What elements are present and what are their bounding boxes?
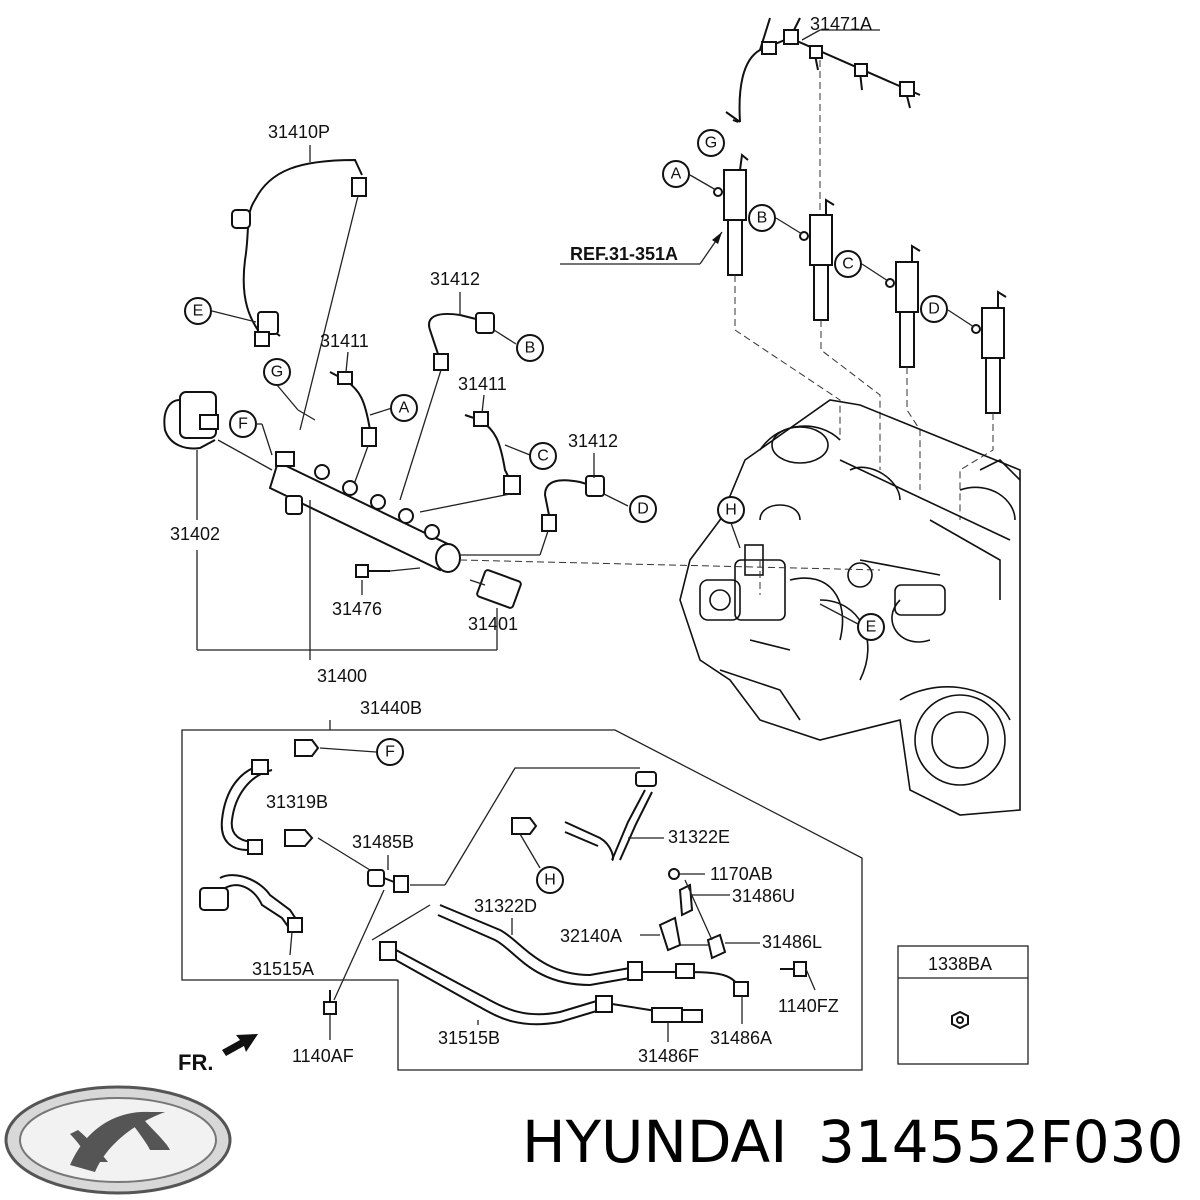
- label-31412-mid: 31412: [568, 431, 618, 451]
- svg-text:G: G: [271, 364, 283, 381]
- label-31401: 31401: [468, 614, 518, 634]
- label-31322E: 31322E: [668, 827, 730, 847]
- callout-a1: A: [662, 160, 690, 188]
- hose-31515A: [199, 874, 303, 933]
- callout-f2: F: [376, 738, 404, 766]
- pipe-31411-a: [329, 371, 377, 447]
- bracket-parts: [640, 868, 816, 991]
- label-31486A: 31486A: [710, 1028, 772, 1048]
- callout-g1: G: [697, 129, 725, 157]
- hyundai-logo: [4, 1085, 232, 1195]
- label-31485B: 31485B: [352, 832, 414, 852]
- sensor-31401: [469, 569, 522, 609]
- hose-kit-31440B-box: [181, 729, 863, 1071]
- svg-text:A: A: [399, 400, 410, 417]
- hose-31322E: [511, 771, 657, 861]
- label-31486F: 31486F: [638, 1046, 699, 1066]
- svg-text:D: D: [928, 301, 940, 318]
- svg-text:C: C: [842, 256, 854, 273]
- callout-h1: H: [717, 496, 745, 524]
- callout-d1: D: [920, 295, 948, 323]
- footer-brand: HYUNDAI: [522, 1108, 787, 1176]
- callout-e2: E: [857, 613, 885, 641]
- svg-text:F: F: [385, 744, 395, 761]
- reference-label: REF.31-351A: [570, 244, 678, 264]
- svg-text:E: E: [193, 303, 204, 320]
- label-31486L: 31486L: [762, 932, 822, 952]
- callout-b2: B: [516, 334, 544, 362]
- pipe-31410P: [231, 158, 367, 347]
- tube-31486F: [611, 1003, 703, 1023]
- connector-31485B: [367, 869, 409, 893]
- label-31515A: 31515A: [252, 959, 314, 979]
- engine-block: [679, 399, 1021, 816]
- label-1140FZ: 1140FZ: [778, 996, 839, 1016]
- svg-text:A: A: [671, 166, 682, 183]
- nut-1338BA-box: [897, 945, 1029, 1065]
- callout-c1: C: [834, 250, 862, 278]
- injector-b: [799, 198, 835, 321]
- label-31319B: 31319B: [266, 792, 328, 812]
- label-31471A: 31471A: [810, 14, 872, 34]
- svg-text:C: C: [537, 448, 549, 465]
- injector-a: [713, 153, 749, 276]
- svg-text:B: B: [525, 340, 536, 357]
- label-31412-top: 31412: [430, 269, 480, 289]
- front-arrow-icon: [222, 1034, 258, 1056]
- label-31322D: 31322D: [474, 896, 537, 916]
- bolt-31476: [355, 564, 390, 578]
- label-31486U: 31486U: [732, 886, 795, 906]
- svg-text:G: G: [705, 135, 717, 152]
- label-31400: 31400: [317, 666, 367, 686]
- label-31410P: 31410P: [268, 122, 330, 142]
- label-31411-a: 31411: [320, 331, 369, 351]
- callout-c2: C: [529, 442, 557, 470]
- label-1140AF: 1140AF: [292, 1046, 354, 1066]
- label-31515B: 31515B: [438, 1028, 500, 1048]
- tube-31486A: [642, 963, 749, 997]
- label-31411-b: 31411: [458, 374, 507, 394]
- pipe-31412-top: [428, 312, 495, 371]
- common-rail-31400: [163, 391, 461, 573]
- callout-e1: E: [184, 297, 212, 325]
- hose-31322D: [437, 904, 643, 987]
- callout-g2: G: [263, 358, 291, 386]
- svg-text:H: H: [544, 872, 556, 889]
- callout-h2: H: [536, 866, 564, 894]
- label-31440B: 31440B: [360, 698, 422, 718]
- pipe-31411-b: [464, 411, 521, 495]
- bolt-1140AF: [323, 990, 337, 1040]
- label-32140A: 32140A: [560, 926, 622, 946]
- injector-d: [971, 290, 1007, 414]
- callout-b1: B: [748, 204, 776, 232]
- injector-c: [885, 244, 921, 368]
- svg-text:H: H: [725, 502, 737, 519]
- callout-a2: A: [390, 394, 418, 422]
- hose-31515B: [379, 941, 613, 1026]
- callout-f1: F: [229, 410, 257, 438]
- return-pipe-31471A: [725, 17, 921, 123]
- pipe-31412-mid: [541, 475, 605, 532]
- svg-text:B: B: [757, 210, 768, 227]
- svg-text:E: E: [866, 619, 877, 636]
- label-31402: 31402: [170, 524, 220, 544]
- svg-text:F: F: [238, 416, 248, 433]
- label-31476: 31476: [332, 599, 382, 619]
- hose-31319B: [220, 739, 320, 855]
- front-marker: FR.: [178, 1050, 213, 1075]
- label-1170AB: 1170AB: [710, 864, 773, 884]
- svg-text:D: D: [637, 501, 649, 518]
- callout-d2: D: [629, 495, 657, 523]
- footer-part-number: 314552F030: [818, 1108, 1183, 1176]
- label-1338BA: 1338BA: [928, 954, 992, 974]
